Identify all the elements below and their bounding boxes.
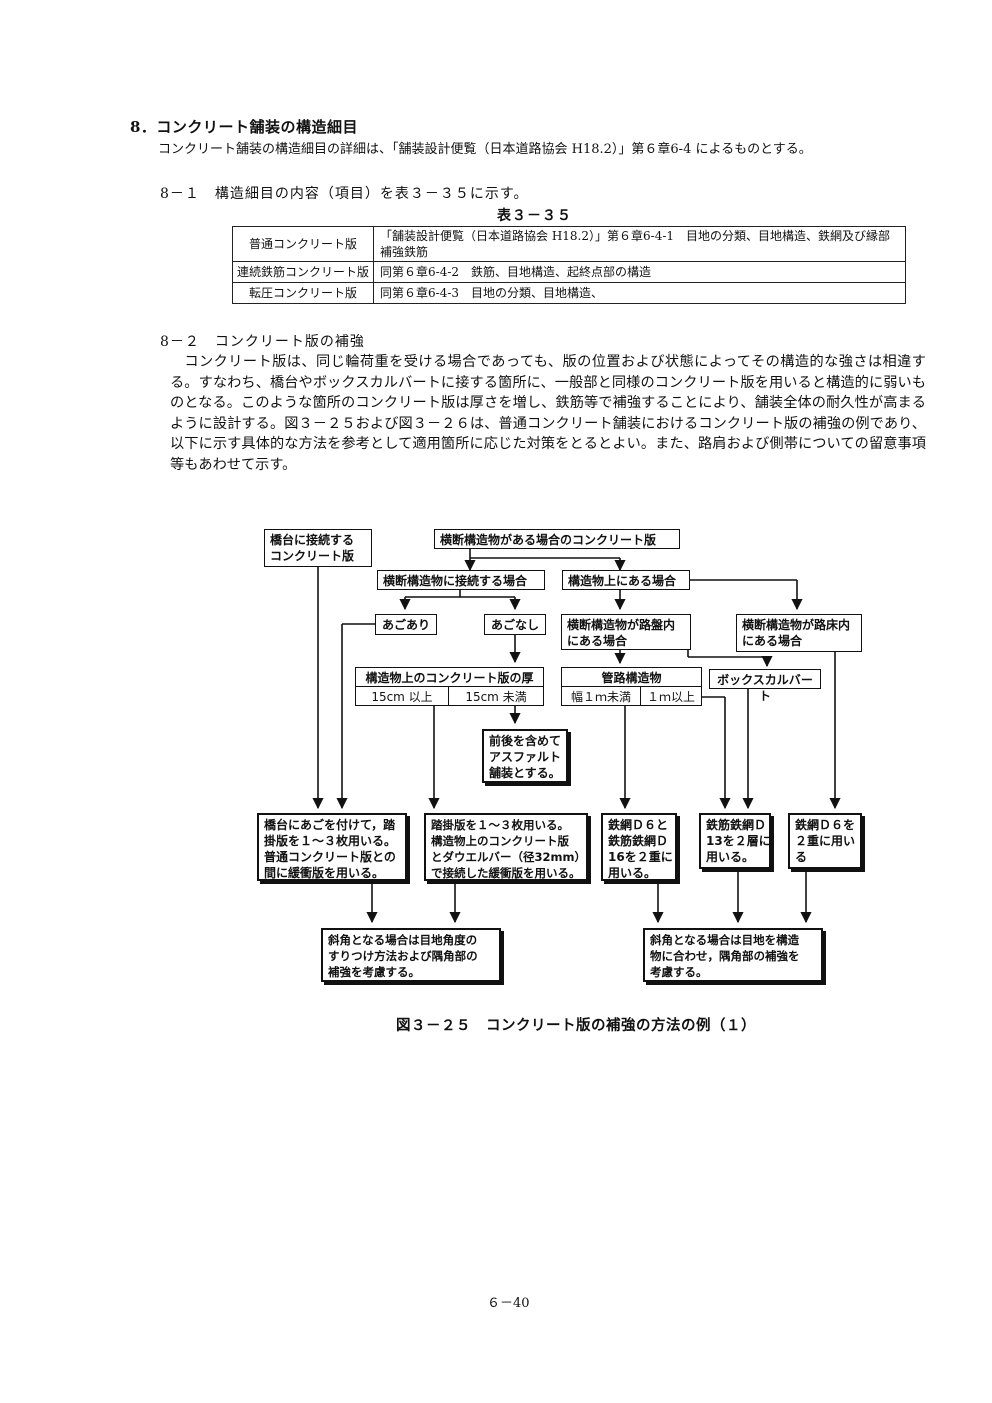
flow-result-bed: 鉄網Ｄ６を ２重に用い る	[788, 813, 862, 869]
table-key: 転圧コンクリート版	[232, 282, 374, 304]
flow-under15-box: 15cm 未満	[448, 686, 544, 706]
section-intro: コンクリート舗装の構造細目の詳細は、「舗装設計便覧（日本道路協会 H18.2）」…	[158, 142, 812, 157]
flow-result-pipe-narrow: 鉄網Ｄ６と 鉄筋鉄網Ｄ 16を２重に 用いる。	[601, 813, 677, 881]
flow-transverse-box: 横断構造物がある場合のコンクリート版	[434, 529, 680, 549]
figure-caption: 図３－２５ コンクリート版の補強の方法の例（１）	[396, 1017, 756, 1034]
flow-box-culvert-box: ボックスカルバート	[709, 669, 821, 703]
subsection-2-heading: 8－２ コンクリート版の補強	[160, 334, 365, 350]
table-value: 同第６章6-4-3 目地の分類、目地構造、	[373, 282, 906, 304]
flow-result-structure: 踏掛版を１～３枚用いる。 構造物上のコンクリート版 とダウエルバー（径32mm）…	[424, 813, 588, 881]
section-heading: 8．コンクリート舗装の構造細目	[130, 118, 358, 136]
table-caption: 表３－３５	[497, 208, 572, 224]
table-row: 転圧コンクリート版 同第６章6-4-3 目地の分類、目地構造、	[232, 282, 906, 304]
table-key: 普通コンクリート版	[232, 226, 374, 262]
body-text: コンクリート版は、同じ輪荷重を受ける場合であっても、版の位置および状態によってそ…	[170, 354, 926, 473]
flow-width-under-box: 幅１ｍ未満	[561, 686, 641, 706]
flow-connect-box: 横断構造物に接続する場合	[377, 570, 545, 590]
flow-over15-box: 15cm 以上	[355, 686, 449, 706]
structure-detail-table: 普通コンクリート版 「舗装設計便覧（日本道路協会 H18.2）」第６章6-4-1…	[232, 226, 906, 304]
table-row: 連続鉄筋コンクリート版 同第６章6-4-2 鉄筋、目地構造、起終点部の構造	[232, 261, 906, 283]
flow-abutment-box: 橋台に接続する コンクリート版	[264, 529, 372, 567]
flow-in-bed-box: 横断構造物が路床内 にある場合	[736, 614, 862, 652]
flow-note-skew-2: 斜角となる場合は目地を構造 物に合わせ，隅角部の補強を 考慮する。	[643, 928, 823, 982]
flow-in-base-box: 横断構造物が路盤内 にある場合	[561, 614, 691, 650]
flow-result-pipe-wide: 鉄筋鉄網Ｄ 13を２層に 用いる。	[699, 813, 771, 869]
flow-asphalt-box: 前後を含めて アスファルト 舗装とする。	[482, 729, 568, 783]
flow-result-abutment: 橋台にあごを付けて，踏 掛版を１～３枚用いる。 普通コンクリート版との 間に緩衝…	[257, 813, 407, 881]
subsection-1-heading: 8－１ 構造細目の内容（項目）を表３－３５に示す。	[160, 186, 529, 202]
table-value: 同第６章6-4-2 鉄筋、目地構造、起終点部の構造	[373, 261, 906, 283]
flow-width-over-box: １ｍ以上	[640, 686, 702, 706]
page-number: ６－40	[487, 1296, 530, 1311]
flow-thickness-box: 構造物上のコンクリート版の厚さ	[355, 667, 544, 701]
flow-ago-nashi-box: あごなし	[484, 614, 546, 635]
flow-pipe-box: 管路構造物	[561, 667, 702, 687]
flow-on-structure-box: 構造物上にある場合	[562, 570, 690, 590]
flow-note-skew-1: 斜角となる場合は目地角度の すりつけ方法および隅角部の 補強を考慮する。	[321, 928, 501, 982]
subsection-2-body: コンクリート版は、同じ輪荷重を受ける場合であっても、版の位置および状態によってそ…	[170, 352, 926, 475]
flow-ago-ari-box: あごあり	[375, 614, 437, 635]
